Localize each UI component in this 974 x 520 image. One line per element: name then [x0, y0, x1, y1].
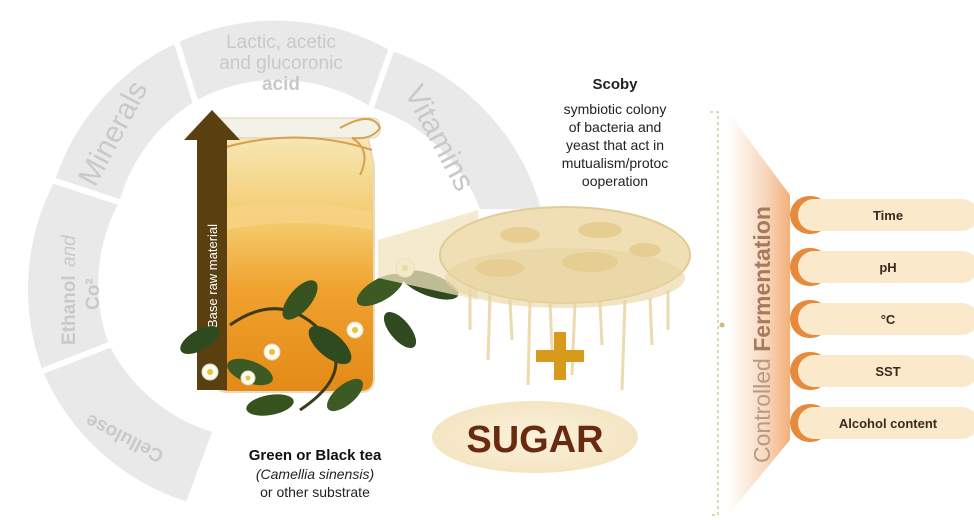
tea-flower-center	[269, 349, 275, 355]
scoby-desc-line: of bacteria and	[540, 118, 690, 136]
scoby-title: Scoby	[560, 76, 670, 93]
ethanol-label: Ethanol	[59, 275, 80, 345]
scoby-spot	[476, 259, 524, 277]
acid-label-line1: Lactic, acetic	[226, 32, 336, 53]
scoby-desc-line: mutualism/protoc	[540, 154, 690, 172]
bracket-dot	[720, 323, 725, 328]
controlled-label: Controlled	[749, 352, 775, 463]
acid-label-line2: and glucoronic	[219, 53, 343, 74]
parameter-label: SST	[875, 364, 900, 379]
scoby-desc-line: ooperation	[540, 172, 690, 190]
parameter-pill: SST	[790, 352, 974, 390]
plus-vertical	[554, 332, 566, 380]
co2-label: Co²	[83, 278, 104, 310]
scoby-desc-line: yeast that act in	[540, 136, 690, 154]
scoby-description: symbiotic colony of bacteria and yeast t…	[540, 100, 690, 190]
parameter-pill: pH	[790, 248, 974, 286]
acid-label-line3: acid	[262, 74, 300, 95]
tea-flower-center	[207, 369, 213, 375]
fermentation-label: Fermentation	[749, 206, 775, 352]
fermentation-bracket	[710, 112, 718, 515]
tea-scientific-name: (Camellia sinensis)	[190, 466, 440, 482]
ethanol-and-label: and	[59, 234, 80, 267]
parameter-label: Time	[873, 208, 903, 223]
parameter-pill: Alcohol content	[790, 404, 974, 442]
scoby-spot	[500, 227, 540, 243]
tea-leaf	[245, 391, 296, 419]
plus-icon	[536, 332, 584, 380]
parameter-label: °C	[881, 312, 896, 327]
sugar-label: SUGAR	[466, 419, 603, 461]
controlled-fermentation-text: Controlled Fermentation	[749, 206, 775, 463]
scoby-spot	[562, 252, 618, 272]
tea-flower-center	[352, 327, 358, 333]
scoby-spot	[578, 222, 622, 238]
scoby-edge	[445, 248, 685, 308]
tea-title: Green or Black tea	[190, 447, 440, 464]
parameter-label: Alcohol content	[839, 416, 938, 431]
tea-flower-center	[246, 376, 251, 381]
parameter-pill: °C	[790, 300, 974, 338]
tea-other-substrate: or other substrate	[190, 484, 440, 500]
scoby-desc-line: symbiotic colony	[540, 100, 690, 118]
tea-leaf	[378, 307, 422, 354]
kombucha-jar	[210, 118, 380, 392]
controlled-fermentation-label: Controlled Fermentation	[749, 206, 775, 463]
scoby-spot	[629, 243, 661, 257]
parameter-label: pH	[879, 260, 896, 275]
base-raw-material-label: Base raw material	[205, 224, 220, 328]
parameter-pill: Time	[790, 196, 974, 234]
fermentation-parameters: Time pH °C SST Alcohol content	[790, 196, 974, 442]
